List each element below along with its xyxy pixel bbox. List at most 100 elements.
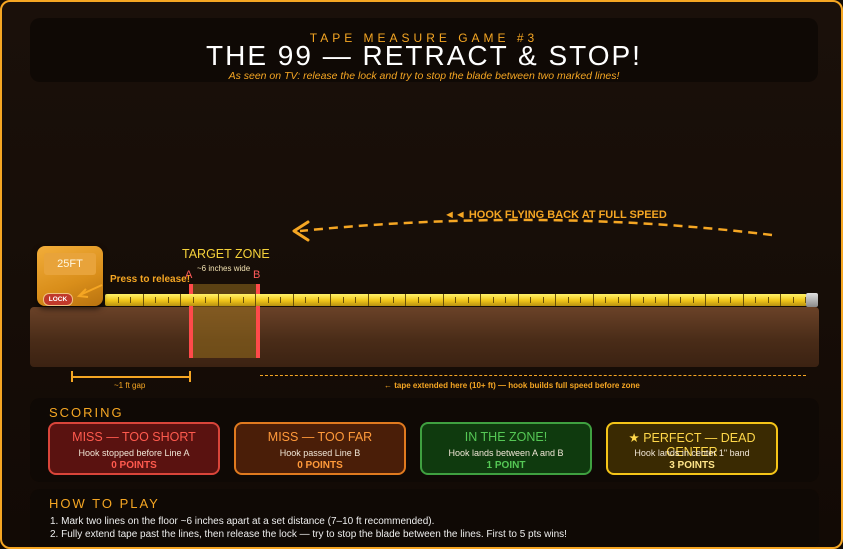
gap-measure-end	[189, 371, 191, 382]
rule-item: 2. Fully extend tape past the lines, the…	[50, 529, 567, 540]
ruler-tick	[630, 294, 631, 306]
score-card-title: ★ PERFECT — DEAD CENTER	[628, 431, 756, 459]
ruler-tick	[230, 297, 231, 303]
ruler-tick	[193, 297, 194, 303]
ruler-tick	[243, 297, 244, 303]
extension-label: ← tape extended here (10+ ft) — hook bui…	[384, 381, 640, 390]
ruler-tick	[180, 294, 181, 306]
ruler-tick	[718, 297, 719, 303]
ruler-tick	[480, 294, 481, 306]
ruler-tick	[593, 294, 594, 306]
header-panel: TAPE MEASURE GAME #3 THE 99 — RETRACT & …	[30, 18, 818, 82]
line-b-label: B	[253, 269, 261, 281]
ruler-tick	[368, 294, 369, 306]
ruler-tick	[693, 297, 694, 303]
ruler-tick	[543, 297, 544, 303]
ruler-tick	[468, 297, 469, 303]
ruler-tick	[493, 297, 494, 303]
gap-measure-start	[71, 371, 73, 382]
rule-item: 1. Mark two lines on the floor ~6 inches…	[50, 516, 435, 527]
ruler-tick	[343, 297, 344, 303]
target-zone-width: ~6 inches wide	[197, 264, 251, 273]
how-to-play-title: HOW TO PLAY	[49, 496, 160, 511]
ruler-tick	[293, 294, 294, 306]
ruler-tick	[530, 297, 531, 303]
ruler-tick	[655, 297, 656, 303]
ruler-tick	[143, 294, 144, 306]
ruler-tick	[155, 297, 156, 303]
ruler-tick	[743, 294, 744, 306]
score-card-title: MISS — TOO FAR	[267, 430, 373, 444]
ruler-tick	[130, 297, 131, 303]
ruler-tick	[680, 297, 681, 303]
score-card-title: IN THE ZONE!	[464, 430, 548, 444]
ruler-tick	[643, 297, 644, 303]
score-card-points: 0 POINTS	[297, 460, 343, 471]
target-zone-title: TARGET ZONE	[182, 247, 270, 261]
tape-measure-body: 25FT LOCK	[37, 246, 103, 306]
score-card-desc: Hook stopped before Line A	[78, 448, 190, 458]
score-card-desc: Hook lands between A and B	[448, 448, 564, 458]
ruler-tick	[780, 294, 781, 306]
gap-label: ~1 ft gap	[114, 381, 146, 390]
scoring-title: SCORING	[49, 405, 124, 420]
press-to-release-label: Press to release!	[110, 274, 191, 285]
ruler-tick	[255, 294, 256, 306]
ruler-tick	[218, 294, 219, 306]
ruler-tick	[705, 294, 706, 306]
score-card-in-zone: IN THE ZONE! Hook lands between A and B …	[420, 422, 592, 475]
ruler-tick	[505, 297, 506, 303]
ruler-tick	[668, 294, 669, 306]
ruler-tick	[330, 294, 331, 306]
ruler-tick	[418, 297, 419, 303]
score-card-points: 0 POINTS	[111, 460, 157, 471]
ruler-tick	[355, 297, 356, 303]
line-a-label: A	[185, 269, 193, 281]
ruler-tick	[605, 297, 606, 303]
ruler-tick	[455, 297, 456, 303]
score-card-too-far: MISS — TOO FAR Hook passed Line B 0 POIN…	[234, 422, 406, 475]
ruler-tick	[730, 297, 731, 303]
game-subtitle: TAPE MEASURE GAME #3	[309, 31, 539, 45]
gap-measure-line	[72, 376, 190, 378]
tape-hook	[806, 293, 818, 307]
ruler-tick	[393, 297, 394, 303]
tape-blade	[105, 294, 807, 306]
score-card-perfect: ★ PERFECT — DEAD CENTER Hook lands in ce…	[606, 422, 778, 475]
line-a-marker	[189, 284, 193, 358]
score-card-title: MISS — TOO SHORT	[72, 430, 196, 444]
ruler-tick	[755, 297, 756, 303]
score-card-points: 1 POINT	[486, 460, 526, 471]
line-b-marker	[256, 284, 260, 358]
score-card-too-short: MISS — TOO SHORT Hook stopped before Lin…	[48, 422, 220, 475]
how-to-play-panel: HOW TO PLAY	[30, 489, 819, 547]
ruler-tick	[268, 297, 269, 303]
ruler-tick	[443, 294, 444, 306]
game-title: THE 99 — RETRACT & STOP!	[206, 40, 642, 71]
ruler-tick	[318, 297, 319, 303]
ruler-tick	[405, 294, 406, 306]
score-card-desc: Hook lands in center 1" band	[634, 448, 750, 458]
ruler-tick	[430, 297, 431, 303]
game-tagline: As seen on TV: release the lock and try …	[228, 70, 620, 82]
ruler-tick	[380, 297, 381, 303]
ruler-tick	[793, 297, 794, 303]
ruler-tick	[580, 297, 581, 303]
ruler-tick	[118, 297, 119, 303]
ruler-tick	[555, 294, 556, 306]
score-card-points: 3 POINTS	[669, 460, 715, 471]
ruler-tick	[205, 297, 206, 303]
ruler-tick	[568, 297, 569, 303]
extension-line	[260, 375, 806, 376]
ruler-tick	[768, 297, 769, 303]
lock-button[interactable]: LOCK	[43, 293, 73, 306]
speed-callout: ◄◄ HOOK FLYING BACK AT FULL SPEED	[444, 209, 667, 221]
ruler-tick	[280, 297, 281, 303]
score-card-desc: Hook passed Line B	[279, 448, 361, 458]
tape-size-label: 25FT	[44, 253, 96, 275]
floor	[30, 307, 819, 367]
ruler-tick	[805, 297, 806, 303]
ruler-tick	[618, 297, 619, 303]
